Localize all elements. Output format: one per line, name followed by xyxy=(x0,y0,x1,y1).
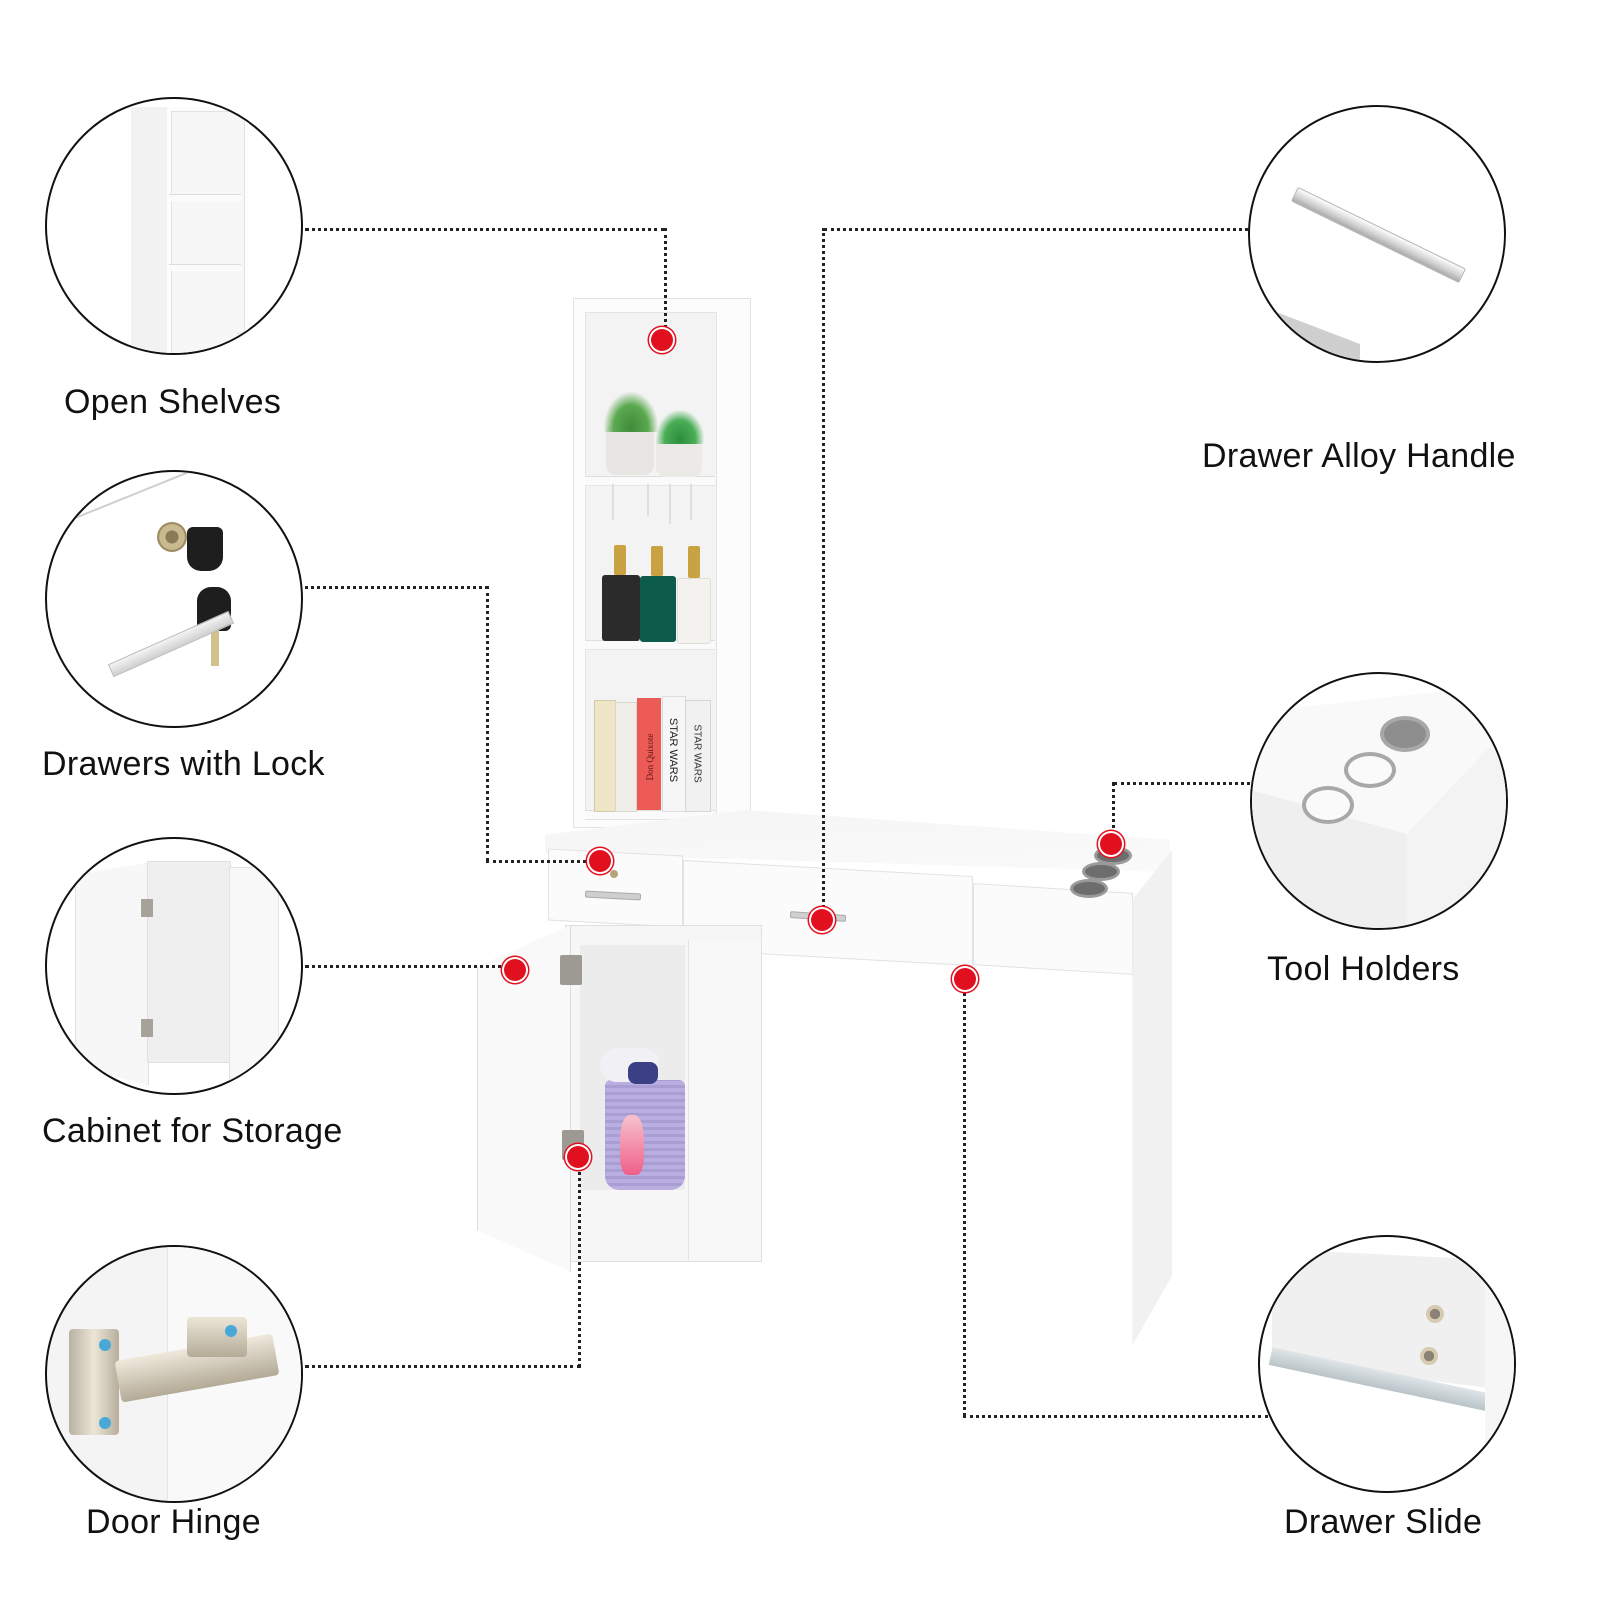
tool-holder-ring-icon xyxy=(1344,752,1396,788)
book-spine-text: STAR WARS xyxy=(691,724,703,783)
feature-label-drawer-alloy-handle: Drawer Alloy Handle xyxy=(1202,437,1516,475)
door-hinge-detail-image xyxy=(45,1245,303,1503)
pump-gold xyxy=(614,545,626,575)
marker-cabinet-for-storage xyxy=(504,959,526,981)
soap-bottle-green xyxy=(640,576,676,642)
tool-holder-ring-icon xyxy=(1380,716,1430,752)
storage-basket xyxy=(605,1080,685,1190)
shelf-side xyxy=(131,107,167,353)
screw-icon xyxy=(225,1325,237,1337)
marker-door-hinge xyxy=(567,1146,589,1168)
hook xyxy=(669,484,671,524)
tool-holder-ring-icon xyxy=(1302,786,1354,824)
book-red xyxy=(637,698,661,810)
drawers-with-lock-detail-image xyxy=(45,470,303,728)
plant-leaves xyxy=(656,410,704,444)
drawer-right-wall xyxy=(1485,1257,1514,1487)
tool-holders-detail-image xyxy=(1250,672,1508,930)
marker-open-shelves xyxy=(651,329,673,351)
leader-line-tool-holders xyxy=(1114,782,1250,785)
drawer-slide-detail-image xyxy=(1258,1235,1516,1493)
feature-label-drawers-with-lock: Drawers with Lock xyxy=(42,745,325,783)
shelf-board xyxy=(169,194,241,201)
leader-line-drawer-alloy-handle xyxy=(822,228,825,920)
book-spine-text: STAR WARS xyxy=(667,717,679,783)
lock-cylinder-icon xyxy=(157,522,187,552)
hinge xyxy=(141,1019,153,1037)
marker-drawer-slide xyxy=(954,968,976,990)
marker-drawer-alloy-handle xyxy=(811,909,833,931)
tool-holder-ring xyxy=(1082,862,1120,881)
leader-line-drawer-alloy-handle xyxy=(824,228,1248,231)
cabinet-side xyxy=(688,940,761,1260)
screw-icon xyxy=(1420,1347,1438,1365)
leader-line-drawers-with-lock xyxy=(486,586,489,861)
hinge xyxy=(141,899,153,917)
cabinet-interior xyxy=(147,861,231,1063)
drawer-gap-shadow xyxy=(1250,302,1360,361)
marker-drawers-with-lock xyxy=(589,850,611,872)
shelf-board xyxy=(585,810,715,819)
leader-line-cabinet-for-storage xyxy=(305,965,515,968)
book xyxy=(685,700,711,812)
tool-holder-ring xyxy=(1070,879,1108,898)
leader-line-open-shelves xyxy=(305,228,665,231)
pump-gold xyxy=(688,546,700,578)
screw-icon xyxy=(99,1417,111,1429)
hinge-mount xyxy=(187,1317,247,1357)
cabinet-for-storage-detail-image xyxy=(45,837,303,1095)
hair-dryer-nozzle xyxy=(628,1062,658,1084)
screw-icon xyxy=(99,1339,111,1351)
book xyxy=(615,702,637,812)
pump-gold xyxy=(651,546,663,576)
key-icon xyxy=(187,527,223,571)
leader-line-open-shelves xyxy=(664,228,667,340)
soap-bottle-black xyxy=(602,575,640,641)
hook xyxy=(690,484,692,520)
drawer-edge-line xyxy=(62,472,212,524)
hook xyxy=(647,484,649,516)
leader-line-drawers-with-lock xyxy=(486,860,598,863)
drawer-alloy-handle-detail-image xyxy=(1248,105,1506,363)
shelf-board xyxy=(169,264,241,271)
basket-tassel xyxy=(620,1115,644,1175)
plant-pot xyxy=(606,425,654,475)
feature-label-tool-holders: Tool Holders xyxy=(1267,950,1460,988)
cabinet-door xyxy=(75,863,149,1085)
feature-label-open-shelves: Open Shelves xyxy=(64,383,282,421)
drawer-lock xyxy=(610,870,618,878)
hinge-plate xyxy=(69,1329,119,1435)
hook xyxy=(612,484,614,520)
leader-line-door-hinge xyxy=(305,1365,581,1368)
feature-label-cabinet-for-storage: Cabinet for Storage xyxy=(42,1112,343,1150)
open-shelves-detail-image xyxy=(45,97,303,355)
right-side-panel xyxy=(1132,850,1172,1345)
leader-line-tool-holders xyxy=(1112,782,1115,842)
feature-label-door-hinge: Door Hinge xyxy=(86,1503,261,1541)
feature-label-drawer-slide: Drawer Slide xyxy=(1284,1503,1483,1541)
marker-tool-holders xyxy=(1100,833,1122,855)
drawer-handle xyxy=(1290,186,1467,284)
plant-leaves xyxy=(604,392,658,432)
leader-line-drawers-with-lock xyxy=(305,586,488,589)
cabinet-side xyxy=(229,867,279,1084)
shelf-frame xyxy=(167,107,249,353)
leader-line-drawer-slide xyxy=(963,980,966,1416)
cabinet-door xyxy=(477,925,571,1272)
book xyxy=(594,700,616,812)
shelf-board xyxy=(585,476,715,486)
key-blade xyxy=(211,630,219,666)
screw-icon xyxy=(1426,1305,1444,1323)
book-spine-text: Don Quixote xyxy=(645,733,655,781)
soap-bottle-white xyxy=(677,578,711,644)
hinge xyxy=(560,955,582,985)
right-drawer xyxy=(973,883,1133,975)
leader-line-drawer-slide xyxy=(963,1415,1268,1418)
leader-line-door-hinge xyxy=(578,1160,581,1367)
